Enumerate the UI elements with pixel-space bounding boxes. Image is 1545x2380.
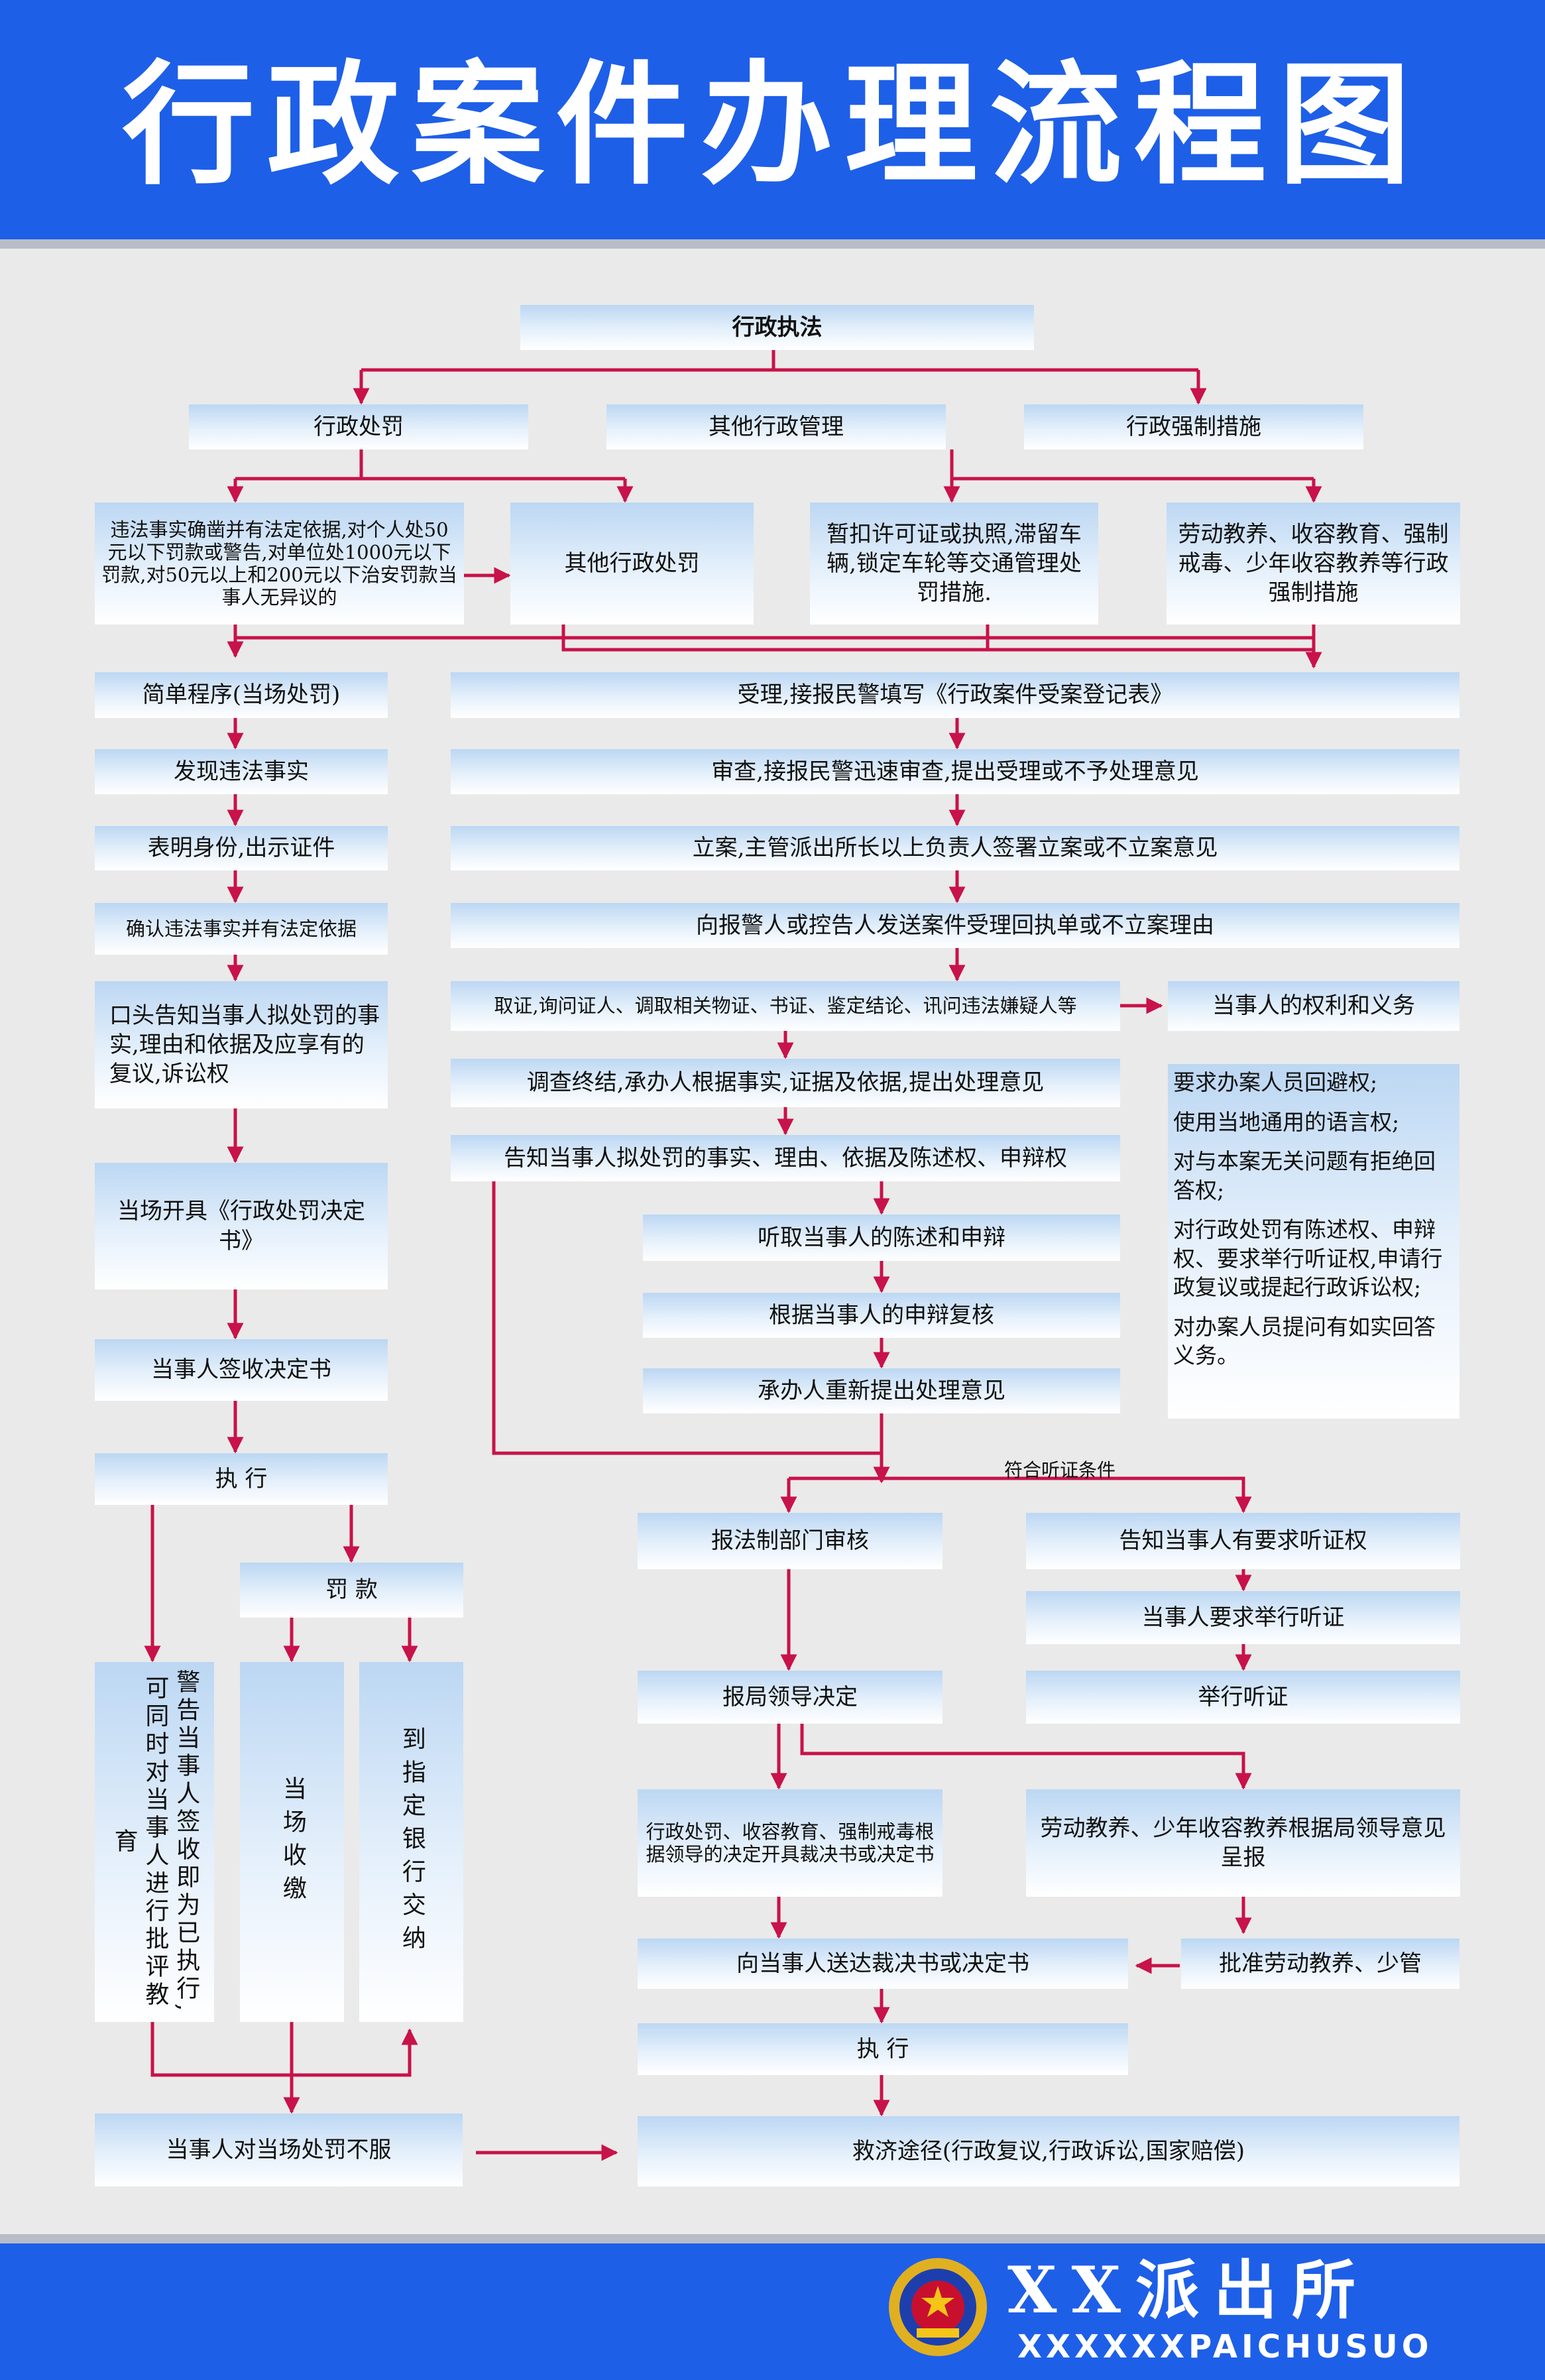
node-issue-decision: 当场开具《行政处罚决定书》 [95,1163,388,1289]
node-request-hearing: 当事人要求举行听证 [1026,1591,1460,1644]
rights-item: 要求办案人员回避权; [1173,1069,1378,1095]
rights-item: 使用当地通用的语言权; [1173,1108,1400,1135]
node-evidence: 取证,询问证人、调取相关物证、书证、鉴定结论、讯问违法嫌疑人等 [451,981,1120,1031]
node-labor-report: 劳动教养、少年收容教养根据局领导意见呈报 [1026,1789,1460,1897]
node-rights-title: 当事人的权利和义务 [1168,981,1459,1031]
rights-list: 要求办案人员回避权; 使用当地通用的语言权; 对与本案无关问题有拒绝回答权; 对… [1168,1064,1459,1419]
rights-item: 对与本案无关问题有拒绝回答权; [1173,1148,1436,1203]
page-title: 行政案件办理流程图 [122,48,1423,203]
node-legal-review: 报法制部门审核 [638,1513,943,1569]
header-banner: 行政案件办理流程图 [0,0,1545,249]
node-hold-hearing: 举行听证 [1026,1671,1460,1724]
node-notify: 告知当事人拟处罚的事实、理由、依据及陈述权、申辩权 [451,1135,1120,1181]
rights-item: 对行政处罚有陈述权、申辩权、要求举行听证权,申请行政复议或提起行政诉讼权; [1173,1217,1443,1301]
node-labor: 劳动教养、收容教育、强制戒毒、少年收容教养等行政强制措施 [1167,503,1460,625]
node-notify-hearing: 告知当事人有要求听证权 [1026,1513,1460,1569]
hearing-condition-label: 符合听证条件 [1004,1459,1116,1481]
node-remedy: 救济途径(行政复议,行政诉讼,国家赔偿) [638,2116,1459,2186]
node-approve: 批准劳动教养、少管 [1181,1938,1459,1989]
node-other-mgmt: 其他行政管理 [606,404,946,449]
node-pay-onsite: 当场收缴 [240,1662,344,2022]
node-decide: 行政处罚、收容教育、强制戒毒根据领导的决定开具裁决书或决定书 [638,1789,943,1897]
node-fine: 罚 款 [240,1563,463,1618]
node-simple-procedure: 简单程序(当场处罚) [95,672,388,718]
node-execute-left: 执 行 [95,1453,388,1505]
node-sign: 当事人签收决定书 [95,1339,388,1401]
node-resubmit: 承办人重新提出处理意见 [643,1368,1120,1413]
node-oral-notice: 口头告知当事人拟处罚的事实,理由和依据及应享有的复议,诉讼权 [95,981,388,1108]
node-coercive: 行政强制措施 [1024,404,1363,449]
node-find-fact: 发现违法事实 [95,749,388,794]
node-enforce: 行政执法 [520,305,1034,350]
node-hear: 听取当事人的陈述和申辩 [643,1215,1120,1261]
node-execute-right: 执 行 [638,2023,1128,2075]
node-pay-bank: 到指定银行交纳 [359,1662,463,2022]
node-detain: 暂扣许可证或执照,滞留车辆,锁定车轮等交通管理处罚措施. [810,503,1098,625]
node-bureau: 报局领导决定 [638,1671,943,1724]
node-other-penalty: 其他行政处罚 [510,503,754,625]
node-file-case: 立案,主管派出所长以上负责人签署立案或不立案意见 [451,826,1459,870]
org-name-en: XXXXXXPAICHUSUO [1017,2328,1433,2365]
police-emblem-icon [889,2258,987,2356]
node-show-id: 表明身份,出示证件 [95,826,388,870]
rights-item: 对办案人员提问有如实回答义务。 [1173,1313,1436,1369]
node-confirm: 确认违法事实并有法定依据 [95,903,388,955]
node-warning: 警告当事人签收即为已执行,可同时对当事人进行批评教育 [95,1662,214,2022]
node-deliver: 向当事人送达裁决书或决定书 [638,1938,1128,1989]
footer-banner [0,2234,1545,2380]
node-simple-condition: 违法事实确凿并有法定依据,对个人处50元以下罚款或警告,对单位处1000元以下罚… [95,503,464,625]
org-name: XX派出所 [1007,2253,1370,2328]
node-review: 审查,接报民警迅速审查,提出受理或不予处理意见 [451,749,1459,794]
node-end-investigation: 调查终结,承办人根据事实,证据及依据,提出处理意见 [451,1059,1120,1107]
node-receipt: 向报警人或控告人发送案件受理回执单或不立案理由 [451,903,1459,948]
node-dispute: 当事人对当场处罚不服 [95,2113,463,2186]
node-accept: 受理,接报民警填写《行政案件受案登记表》 [451,672,1459,718]
node-recheck: 根据当事人的申辩复核 [643,1293,1120,1338]
node-penalty: 行政处罚 [189,404,528,449]
